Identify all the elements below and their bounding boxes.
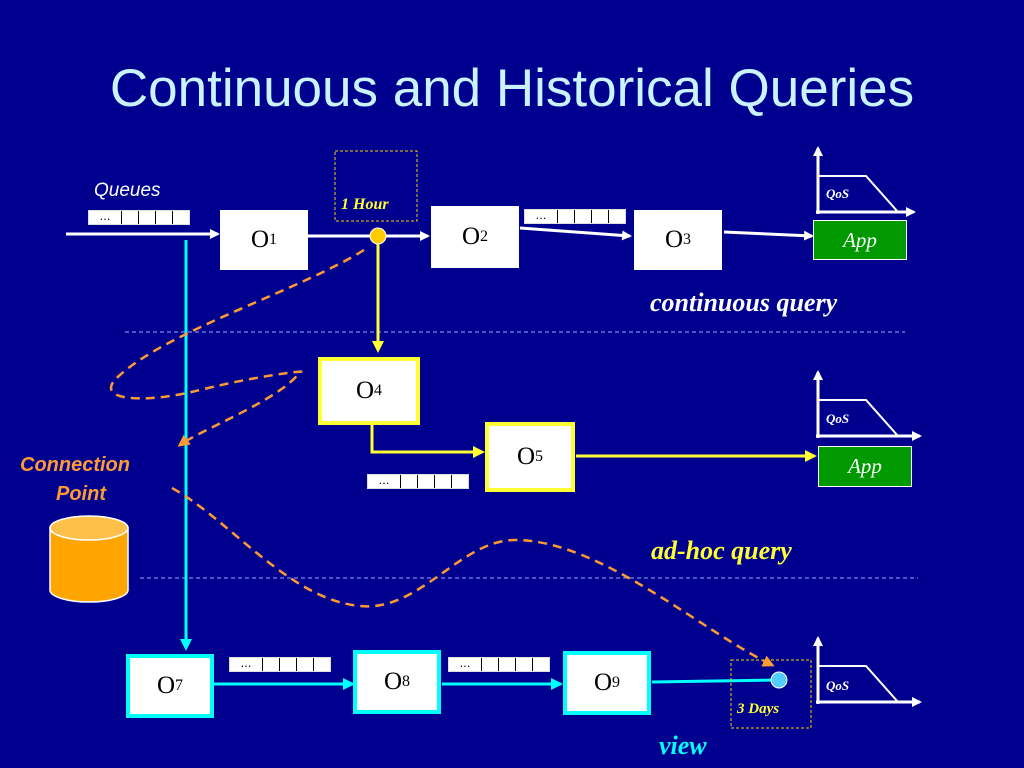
view-label: view — [659, 731, 707, 760]
queue-o7-o8: … — [229, 657, 331, 672]
queue-ellipsis: … — [230, 658, 262, 671]
queues-label: Queues — [94, 180, 161, 201]
window-3days-label: 3 Days — [737, 701, 780, 717]
o3-to-app-arrow — [723, 230, 814, 241]
o4-to-o5-arrow — [370, 424, 485, 458]
window-1hour-box — [334, 150, 418, 222]
slide-title: Continuous and Historical Queries — [109, 59, 915, 118]
adhoc-query-label: ad-hoc query — [651, 536, 792, 565]
queue-o4-o5: … — [367, 474, 469, 489]
qos-graph-3-icon — [813, 636, 922, 707]
queue-o8-o9: … — [448, 657, 550, 672]
connection-link-top-arrow — [109, 248, 365, 447]
qos-label-2: QoS — [826, 411, 850, 426]
queue-input: … — [88, 210, 190, 225]
qos-label-1: QoS — [826, 186, 850, 201]
continuous-query-label: continuous query — [650, 288, 838, 317]
connection-point-label-line1: Connection — [20, 454, 130, 476]
queue-o2-o3: … — [524, 209, 626, 224]
database-cylinder-icon — [49, 515, 129, 603]
connection-node-3days-icon — [770, 671, 788, 689]
o2-to-o3-arrow — [519, 226, 632, 241]
queue-ellipsis: … — [449, 658, 481, 671]
app-box-2: App — [818, 446, 912, 487]
queue-ellipsis: … — [89, 211, 121, 224]
qos-graph-2-icon — [813, 370, 922, 441]
connection-link-bottom-arrow — [171, 486, 775, 667]
queue-ellipsis: … — [368, 475, 400, 488]
app-box-1: App — [813, 220, 907, 260]
window-1hour-label: 1 Hour — [341, 196, 389, 213]
o9-to-view-line — [651, 678, 777, 684]
qos-graph-1-icon — [813, 146, 916, 217]
qos-label-3: QoS — [826, 678, 850, 693]
connection-point-label-line2: Point — [56, 483, 106, 505]
queue-ellipsis: … — [525, 210, 557, 223]
connection-node-1hour-icon — [369, 227, 387, 245]
